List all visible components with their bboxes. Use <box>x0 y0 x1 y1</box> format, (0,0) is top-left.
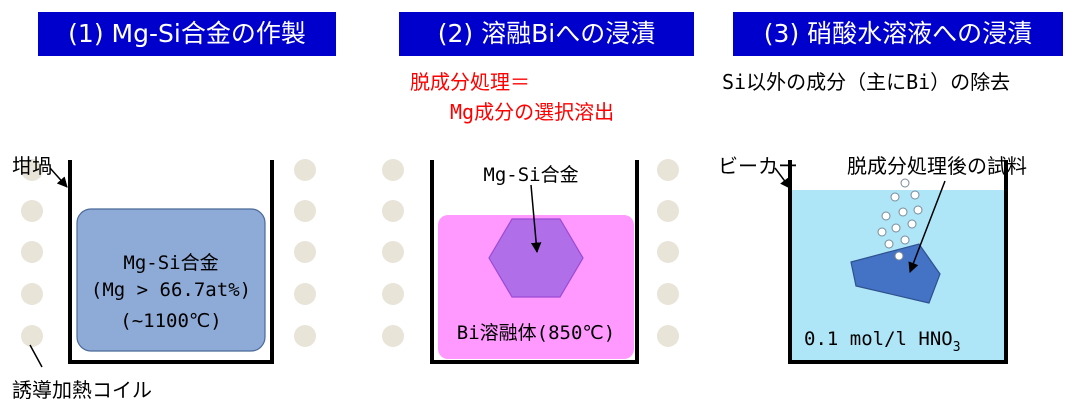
bubble <box>913 205 923 215</box>
gas-bubbles <box>877 178 923 261</box>
crucible <box>68 160 274 364</box>
bubble <box>884 239 894 249</box>
bubble <box>881 211 891 221</box>
step-1-title: (1) Mg-Si合金の作製 <box>38 12 336 56</box>
coil-turn <box>382 325 404 347</box>
alloy-name-label: Mg-Si合金 <box>123 252 219 274</box>
coil-label: 誘導加熱コイル <box>12 378 152 402</box>
crucible-pointer-arrow <box>49 167 68 188</box>
coil-turn <box>657 200 679 222</box>
induction-coil-right <box>657 159 679 347</box>
coil-turn <box>382 159 404 181</box>
coil-turn <box>294 200 316 222</box>
crucible-label: 坩堝 <box>12 154 52 178</box>
step-3-label: 硝酸水溶液への浸漬 <box>807 19 1033 48</box>
step-1-label: Mg-Si合金の作製 <box>111 19 306 48</box>
alloy-composition-label: (Mg > 66.7at%) <box>90 279 252 301</box>
coil-turn <box>294 241 316 263</box>
step-2-title: (2) 溶融Biへの浸漬 <box>399 12 694 56</box>
bubble <box>907 219 917 229</box>
coil-pointer-line <box>29 344 43 368</box>
step-3-title: (3) 硝酸水溶液への浸漬 <box>733 12 1063 56</box>
coil-turn <box>382 200 404 222</box>
crucible <box>430 160 639 364</box>
coil-turn <box>21 159 43 181</box>
coil-turn <box>657 325 679 347</box>
coil-turn <box>382 283 404 305</box>
induction-coil-left <box>382 159 404 347</box>
alloy-label: Mg-Si合金 <box>483 164 579 186</box>
beaker <box>788 160 1008 364</box>
solution-formula: 0.1 mol/l HNO3 <box>804 328 961 355</box>
bi-melt-label: Bi溶融体(850℃) <box>456 322 616 344</box>
coil-turn <box>21 200 43 222</box>
coil-turn <box>294 325 316 347</box>
coil-turn <box>657 159 679 181</box>
step-3-number: (3) <box>763 19 800 48</box>
step-2-number: (2) <box>437 19 474 48</box>
bubble <box>890 192 900 202</box>
bubble <box>900 178 910 188</box>
bubble <box>891 223 901 233</box>
sample-label: 脱成分処理後の試料 <box>847 154 1027 178</box>
coil-turn <box>657 283 679 305</box>
alloy-hexagon <box>488 218 584 298</box>
bubble <box>910 190 920 200</box>
alloy-pointer-arrow <box>530 184 542 254</box>
beaker-pointer-arrow <box>774 167 791 189</box>
alloy-block <box>76 208 266 352</box>
induction-coil-left <box>21 159 43 347</box>
process-definition-line1: 脱成分処理＝ <box>410 70 530 94</box>
step-2-label: 溶融Biへの浸漬 <box>481 19 656 48</box>
coil-turn <box>294 159 316 181</box>
bubble <box>894 251 904 261</box>
beaker-label: ビーカー <box>718 154 798 178</box>
coil-turn <box>657 241 679 263</box>
bubble <box>877 227 887 237</box>
process-definition-line2: Mg成分の選択溶出 <box>450 100 615 124</box>
sample-piece <box>850 243 941 304</box>
coil-turn <box>21 283 43 305</box>
coil-turn <box>382 241 404 263</box>
removal-purpose-label: Si以外の成分（主にBi）の除去 <box>722 70 1011 94</box>
coil-turn <box>294 283 316 305</box>
bubble <box>900 235 910 245</box>
sample-pointer-arrow <box>908 180 946 273</box>
bubble <box>898 207 908 217</box>
induction-coil-right <box>294 159 316 347</box>
coil-turn <box>21 325 43 347</box>
alloy-temperature-label: (~1100℃) <box>120 310 222 332</box>
coil-turn <box>21 241 43 263</box>
step-1-number: (1) <box>68 19 104 48</box>
